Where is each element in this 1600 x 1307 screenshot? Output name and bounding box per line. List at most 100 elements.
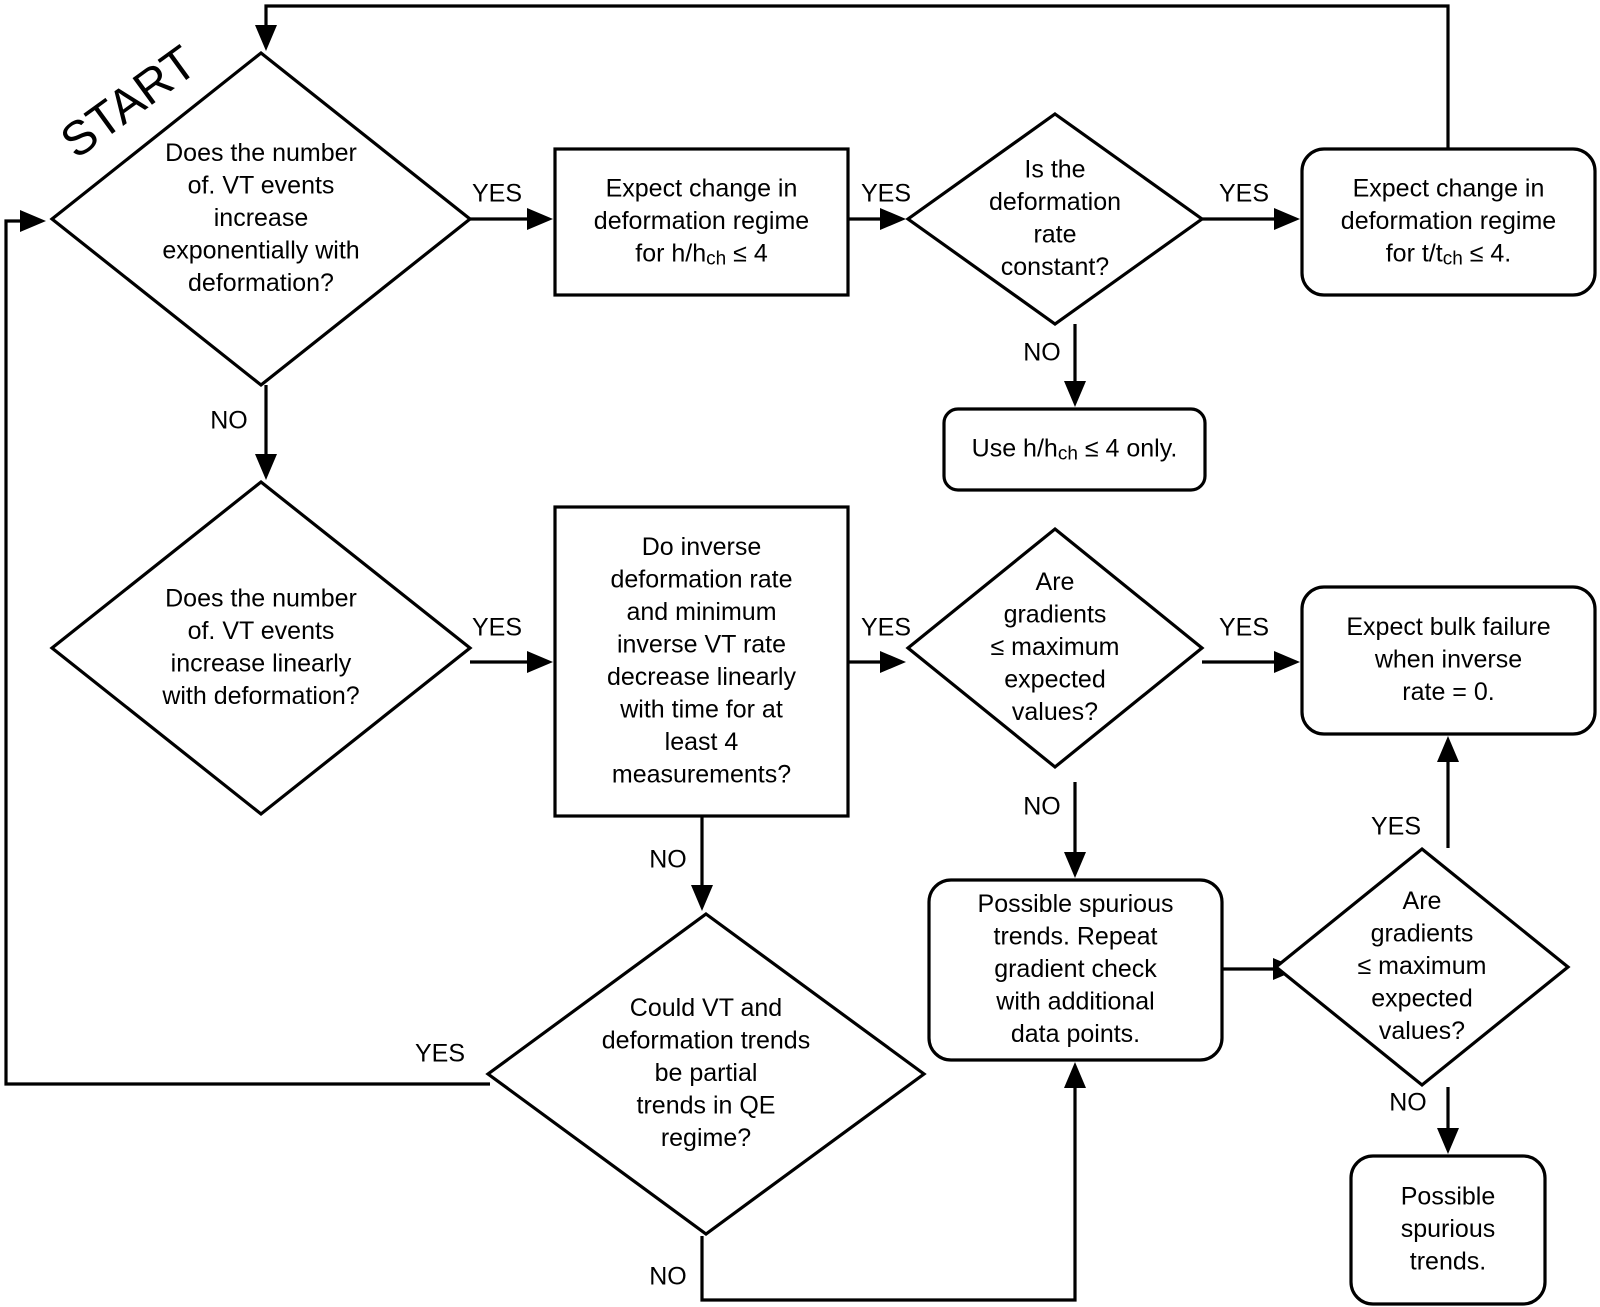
node-text-line: deformation regime	[594, 207, 809, 235]
node-text-line: spurious	[1401, 1215, 1496, 1243]
node-text-line: Are	[1036, 568, 1075, 596]
node-text-line: deformation?	[188, 269, 334, 297]
label-yes-gradients-2: YES	[1371, 813, 1421, 841]
node-text-line: trends in QE	[637, 1091, 776, 1119]
box-possible-spurious	[1349, 1154, 1547, 1306]
edge-partial-no	[700, 1082, 1077, 1302]
node-text-line: deformation regime	[1341, 207, 1556, 235]
node-text-line: for h/hch ≤ 4	[635, 239, 768, 270]
node-text-line: inverse VT rate	[617, 630, 786, 658]
arrow-head	[691, 885, 713, 911]
decision-rate-constant	[905, 112, 1205, 326]
node-text-line: expected	[1371, 984, 1472, 1012]
arrow-head	[880, 208, 906, 230]
node-text-line: Expect change in	[1353, 174, 1545, 202]
node-text-line: trends.	[1410, 1247, 1486, 1275]
decision-partial-trends	[485, 912, 927, 1236]
node-text-line: ≤ maximum	[990, 633, 1119, 661]
node-text-line: deformation trends	[602, 1026, 810, 1054]
node-text-line: of. VT events	[188, 171, 335, 199]
label-yes-inverse-rate: YES	[861, 614, 911, 642]
label-no-rate-constant: NO	[1023, 339, 1061, 367]
arrow-head	[527, 651, 553, 673]
node-text-line: Could VT and	[630, 994, 782, 1022]
label-yes-rate-constant: YES	[1219, 180, 1269, 208]
node-text-line: increase linearly	[171, 649, 352, 677]
label-no-gradients-2: NO	[1389, 1089, 1427, 1117]
node-text-line: Do inverse	[642, 532, 762, 560]
node-text-line: increase	[214, 204, 309, 232]
label-yes-partial: YES	[415, 1040, 465, 1068]
arrow-head	[1437, 1128, 1459, 1154]
decision-gradients-1	[905, 526, 1205, 770]
label-yes-expect-h: YES	[861, 180, 911, 208]
label-yes-gradients-1: YES	[1219, 614, 1269, 642]
arrow-head	[880, 651, 906, 673]
node-text-line: with additional	[995, 987, 1154, 1015]
node-text-line: and minimum	[626, 597, 776, 625]
edge-loop-back-top	[264, 4, 1450, 149]
node-text-line: Does the number	[165, 139, 357, 167]
node-text-line: for t/tch ≤ 4.	[1386, 239, 1512, 270]
node-text-line: with deformation?	[161, 681, 359, 709]
node-text-line: least 4	[665, 727, 739, 755]
node-text-line: decrease linearly	[607, 662, 796, 690]
arrow-head	[1274, 208, 1300, 230]
arrow-head	[20, 210, 46, 232]
node-text-line: gradient check	[994, 955, 1157, 983]
arrow-head	[1064, 1062, 1086, 1088]
node-text-line: Are	[1403, 887, 1442, 915]
node-text-line: Possible	[1401, 1182, 1496, 1210]
arrow-head	[255, 25, 277, 51]
node-text-line: be partial	[655, 1059, 758, 1087]
node-text-line: when inverse	[1374, 645, 1522, 673]
arrow-head	[1274, 651, 1300, 673]
node-text-line: of. VT events	[188, 616, 335, 644]
decision-gradients-2	[1273, 846, 1571, 1088]
node-text-line: Does the number	[165, 584, 357, 612]
node-text-line: data points.	[1011, 1020, 1140, 1048]
box-expect-change-h	[553, 147, 850, 297]
arrow-head	[1064, 381, 1086, 407]
node-text-line: values?	[1379, 1017, 1465, 1045]
box-spurious-repeat	[927, 878, 1224, 1062]
label-yes-linear: YES	[472, 614, 522, 642]
box-use-h-only	[942, 407, 1207, 492]
node-text-line: gradients	[1004, 600, 1107, 628]
node-text-line: trends. Repeat	[994, 922, 1158, 950]
node-text-line: rate	[1033, 220, 1076, 248]
box-expect-bulk-failure	[1300, 585, 1597, 736]
node-text-line: expected	[1004, 665, 1105, 693]
node-text-line: ≤ maximum	[1357, 952, 1486, 980]
node-text-line: regime?	[661, 1124, 751, 1152]
box-inverse-rate-question	[553, 505, 850, 818]
label-no-gradients-1: NO	[1023, 793, 1061, 821]
arrow-head	[1064, 852, 1086, 878]
node-text-line: deformation	[989, 187, 1121, 215]
node-text-line: with time for at	[619, 695, 783, 723]
decision-linear-increase	[49, 479, 473, 817]
arrow-head	[255, 454, 277, 480]
arrow-head	[1437, 736, 1459, 762]
node-text-line: constant?	[1001, 252, 1109, 280]
node-text-line: Possible spurious	[978, 890, 1174, 918]
label-no-inverse-rate: NO	[649, 846, 687, 874]
node-text-line: deformation rate	[610, 565, 792, 593]
connectors	[4, 4, 1459, 1302]
node-text-line: rate = 0.	[1402, 678, 1494, 706]
decision-exponential-increase	[49, 50, 473, 388]
node-text-line: gradients	[1371, 919, 1474, 947]
node-text-line: Expect bulk failure	[1346, 613, 1550, 641]
box-expect-change-t	[1300, 147, 1597, 297]
node-text-line: values?	[1012, 698, 1098, 726]
arrow-head	[527, 208, 553, 230]
node-text-line: Use h/hch ≤ 4 only.	[972, 434, 1178, 465]
edge-partial-yes-loop	[4, 219, 490, 1086]
node-text-line: measurements?	[612, 760, 791, 788]
node-text-line: Expect change in	[606, 174, 798, 202]
label-no-partial: NO	[649, 1263, 687, 1291]
label-no-exponential: NO	[210, 407, 248, 435]
label-yes-exponential: YES	[472, 180, 522, 208]
